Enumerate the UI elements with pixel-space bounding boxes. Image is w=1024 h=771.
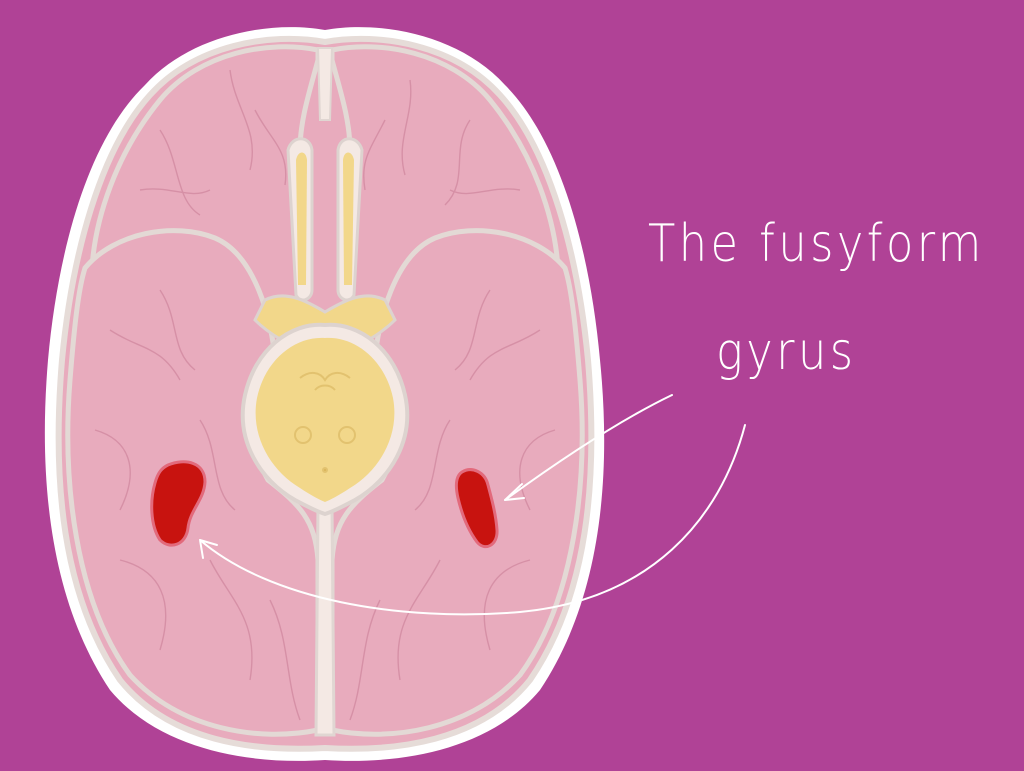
brainstem-inner bbox=[255, 337, 395, 502]
annotation-title-line2: gyrus bbox=[716, 322, 857, 382]
longitudinal-fissure-front bbox=[316, 47, 334, 121]
arrow-to-left-gyrus bbox=[199, 424, 746, 616]
arrow-head-right bbox=[504, 483, 525, 501]
arrow-to-right-gyrus bbox=[504, 394, 673, 501]
sulci-lines bbox=[94, 69, 556, 721]
olfactory-tract-right bbox=[343, 152, 354, 285]
fusiform-gyrus-left bbox=[150, 460, 207, 547]
longitudinal-fissure-back bbox=[314, 503, 336, 737]
brainstem-details bbox=[294, 372, 356, 473]
annotation-title-line1: The fusyform bbox=[648, 214, 985, 274]
olfactory-tract-left bbox=[296, 152, 307, 285]
annotation-arrows bbox=[199, 394, 746, 616]
arrow-head-left bbox=[199, 539, 218, 559]
fusiform-gyrus-right bbox=[454, 468, 499, 549]
